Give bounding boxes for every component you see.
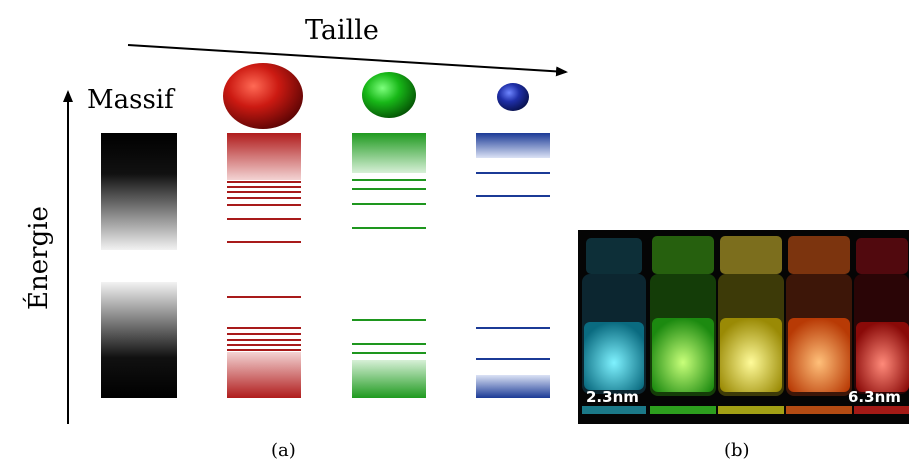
medium-quantum-dot	[362, 72, 416, 118]
small-quantum-dot	[497, 83, 529, 111]
panel-b-caption: (b)	[724, 440, 750, 461]
quantum-dot-vials-photo: 2.3nm 6.3nm	[578, 230, 909, 424]
large-quantum-dot	[223, 63, 303, 129]
vial-yellow	[718, 236, 784, 414]
size-axis-arrow	[127, 44, 568, 77]
bulk-valence-band	[101, 282, 177, 398]
panel-a-caption: (a)	[271, 440, 296, 461]
vials-illustration	[582, 236, 909, 414]
vial-cyan	[582, 238, 646, 414]
small-dot-energy-levels	[476, 133, 550, 398]
vial-red	[854, 238, 909, 414]
vial-green	[650, 236, 716, 414]
min-size-label: 2.3nm	[586, 388, 639, 406]
size-axis-label: Taille	[305, 15, 379, 46]
bulk-conduction-band	[101, 133, 177, 250]
max-size-label: 6.3nm	[848, 388, 901, 406]
energy-axis-label: Énergie	[22, 206, 54, 310]
bulk-label: Massif	[87, 85, 176, 115]
medium-dot-energy-levels	[352, 133, 426, 398]
large-dot-energy-levels	[227, 133, 301, 398]
vial-orange	[786, 236, 852, 414]
